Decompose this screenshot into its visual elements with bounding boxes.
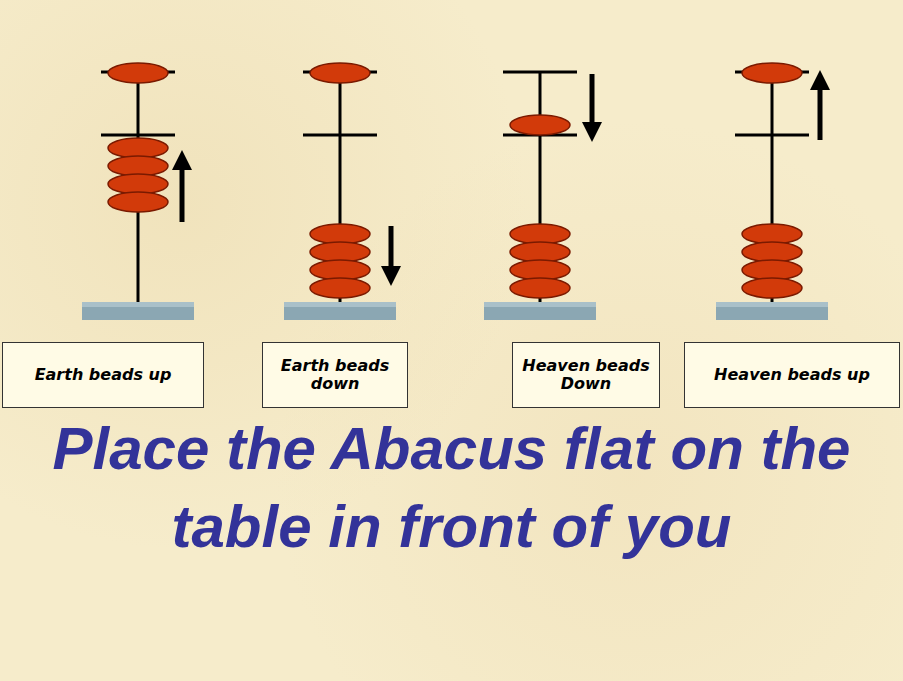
box-label: Heaven beads Down (519, 357, 653, 394)
label-box: Earth beads up (2, 342, 204, 408)
move-arrow (180, 160, 185, 222)
box-label: Heaven beads up (714, 366, 870, 384)
move-arrow (590, 74, 595, 132)
abacus-rod (484, 72, 596, 320)
move-arrow (818, 80, 823, 140)
instruction-caption: Place the Abacus flat on the table in fr… (10, 410, 893, 566)
label-box: Earth beads down (262, 342, 408, 408)
abacus-rod (284, 63, 396, 320)
abacus-rod (716, 63, 828, 320)
label-box: Heaven beads up (684, 342, 900, 408)
box-label: Earth beads up (35, 366, 172, 384)
abacus-rod (82, 63, 194, 320)
box-label: Earth beads down (269, 357, 401, 394)
move-arrow (389, 226, 394, 276)
label-box: Heaven beads Down (512, 342, 660, 408)
